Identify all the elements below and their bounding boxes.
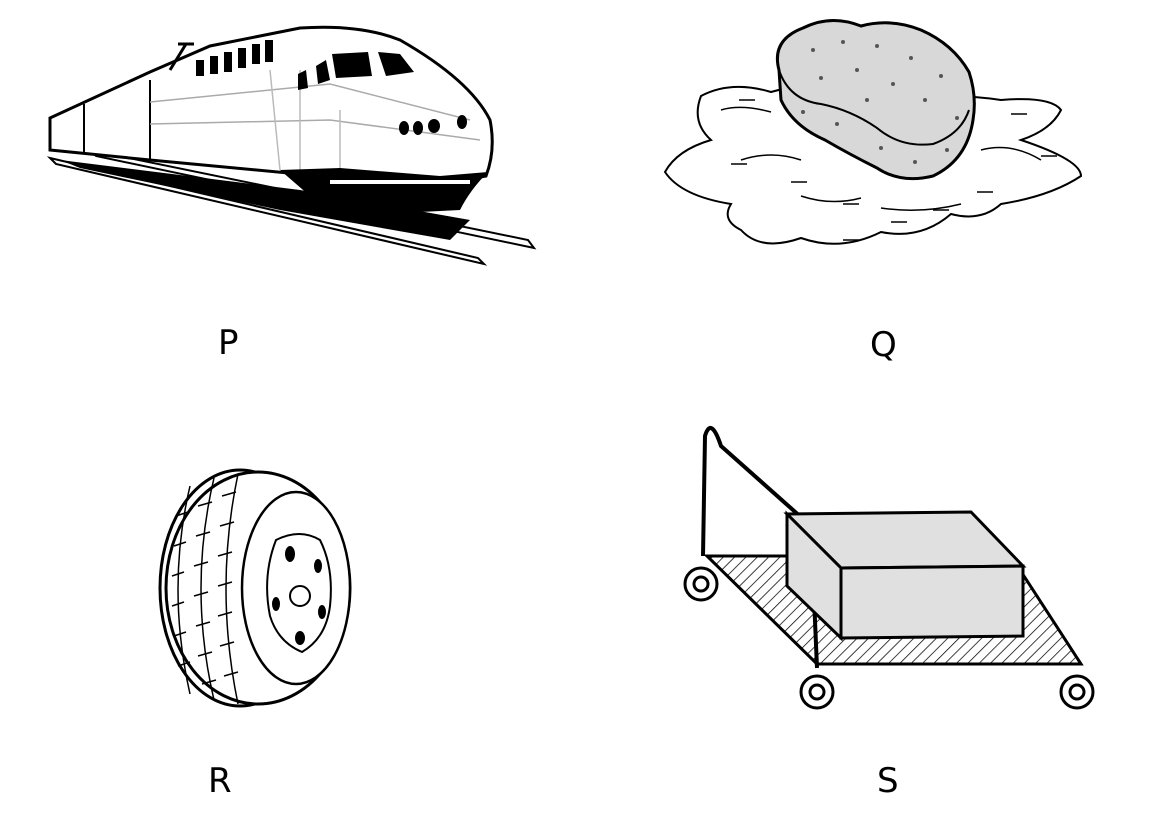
panel-p: P (0, 0, 581, 416)
label-r: R (208, 761, 232, 801)
train-icon (46, 25, 537, 266)
panel-q: Q (581, 0, 1162, 416)
panel-r: R (0, 416, 581, 832)
tyre-icon (158, 468, 352, 708)
sponge-in-water-icon (663, 19, 1083, 245)
trolley-with-box-icon (683, 426, 1095, 710)
label-q: Q (870, 325, 897, 365)
label-s: S (877, 761, 899, 801)
panel-s: S (581, 416, 1162, 832)
label-p: P (218, 323, 239, 363)
